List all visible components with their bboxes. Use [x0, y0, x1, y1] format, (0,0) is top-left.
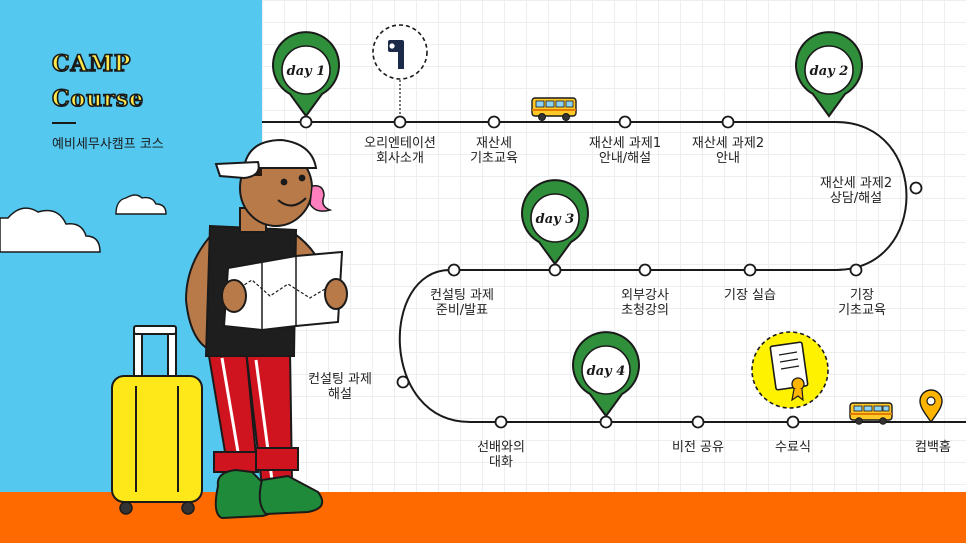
- day-marker-dot: [599, 415, 613, 429]
- stop-marker: [721, 115, 735, 129]
- subtitle: 예비세무사캠프 코스: [52, 137, 164, 152]
- bus-icon-2: [849, 402, 893, 425]
- suitcase-icon: [111, 325, 203, 515]
- stop-label: 재산세 과제2 안내: [691, 136, 765, 166]
- stop-marker: [849, 263, 863, 277]
- stop-marker: [786, 415, 800, 429]
- stop-marker: [494, 415, 508, 429]
- title-camp: CAMP: [51, 51, 132, 77]
- day-pin: day 3: [521, 179, 589, 266]
- stop-label: 외부강사 초청강의: [621, 288, 669, 318]
- day-pin-label: day 4: [587, 364, 626, 379]
- stop-label: 컨설팅 과제 준비/발표: [430, 288, 494, 318]
- day-pin: day 1: [272, 31, 340, 118]
- stop-label: 재산세 과제1 안내/해설: [588, 136, 662, 166]
- cloud-icon: [0, 207, 101, 253]
- cloud-icon-small: [115, 194, 167, 215]
- title-course: Course: [51, 86, 145, 112]
- stop-marker: [618, 115, 632, 129]
- stop-marker: [638, 263, 652, 277]
- certificate-icon: [751, 331, 829, 409]
- stop-label: 선배와의 대화: [477, 440, 525, 470]
- stop-label: 컴백홈: [915, 440, 951, 455]
- stop-marker: [909, 181, 923, 195]
- stop-label: 오리엔테이션 회사소개: [364, 136, 436, 166]
- stop-label: 재산세 과제2 상담/해설: [819, 176, 893, 206]
- day-pin-label: day 3: [536, 212, 575, 227]
- stop-marker: [691, 415, 705, 429]
- stop-marker: [487, 115, 501, 129]
- day-pins: day 1 day 2 day 3 day 4: [272, 31, 863, 418]
- stop-marker: [396, 375, 410, 389]
- stop-marker: [743, 263, 757, 277]
- stop-label: 재산세 기초교육: [470, 136, 518, 166]
- day-marker-dot: [299, 115, 313, 129]
- day-marker-dot: [548, 263, 562, 277]
- stop-label: 컨설팅 과제 해설: [308, 372, 372, 402]
- bus-icon: [531, 97, 577, 121]
- day-pin-label: day 2: [810, 64, 849, 79]
- camera-icon: [372, 24, 428, 116]
- stop-marker: [393, 115, 407, 129]
- stop-marker: [447, 263, 461, 277]
- stop-label: 기장 기초교육: [838, 288, 886, 318]
- stop-label: 기장 실습: [724, 288, 776, 303]
- title-divider: [52, 122, 76, 124]
- stop-label: 수료식: [775, 440, 811, 455]
- stop-markers: [299, 115, 923, 429]
- day-pin: day 2: [795, 31, 863, 118]
- stop-label: 비전 공유: [672, 440, 724, 455]
- day-pin-label: day 1: [287, 64, 326, 79]
- traveler-illustration: [184, 138, 348, 520]
- route-path: [262, 121, 966, 423]
- location-pin-icon: [919, 389, 943, 424]
- day-pin: day 4: [572, 331, 640, 418]
